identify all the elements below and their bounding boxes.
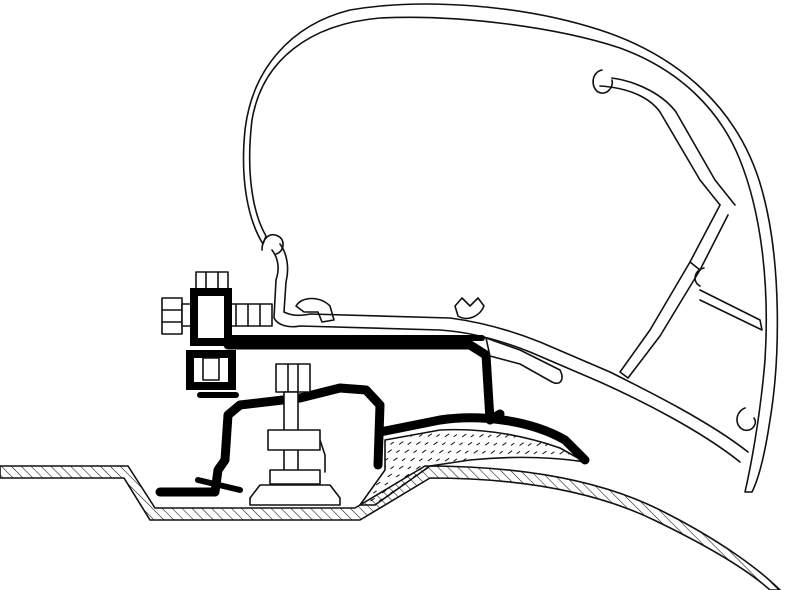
awning-housing-profile xyxy=(242,3,779,493)
mounting-bolt xyxy=(161,271,273,390)
roof-adapter-rail xyxy=(155,335,590,497)
rail-clip xyxy=(295,297,563,385)
clamp-bolt xyxy=(249,363,341,506)
